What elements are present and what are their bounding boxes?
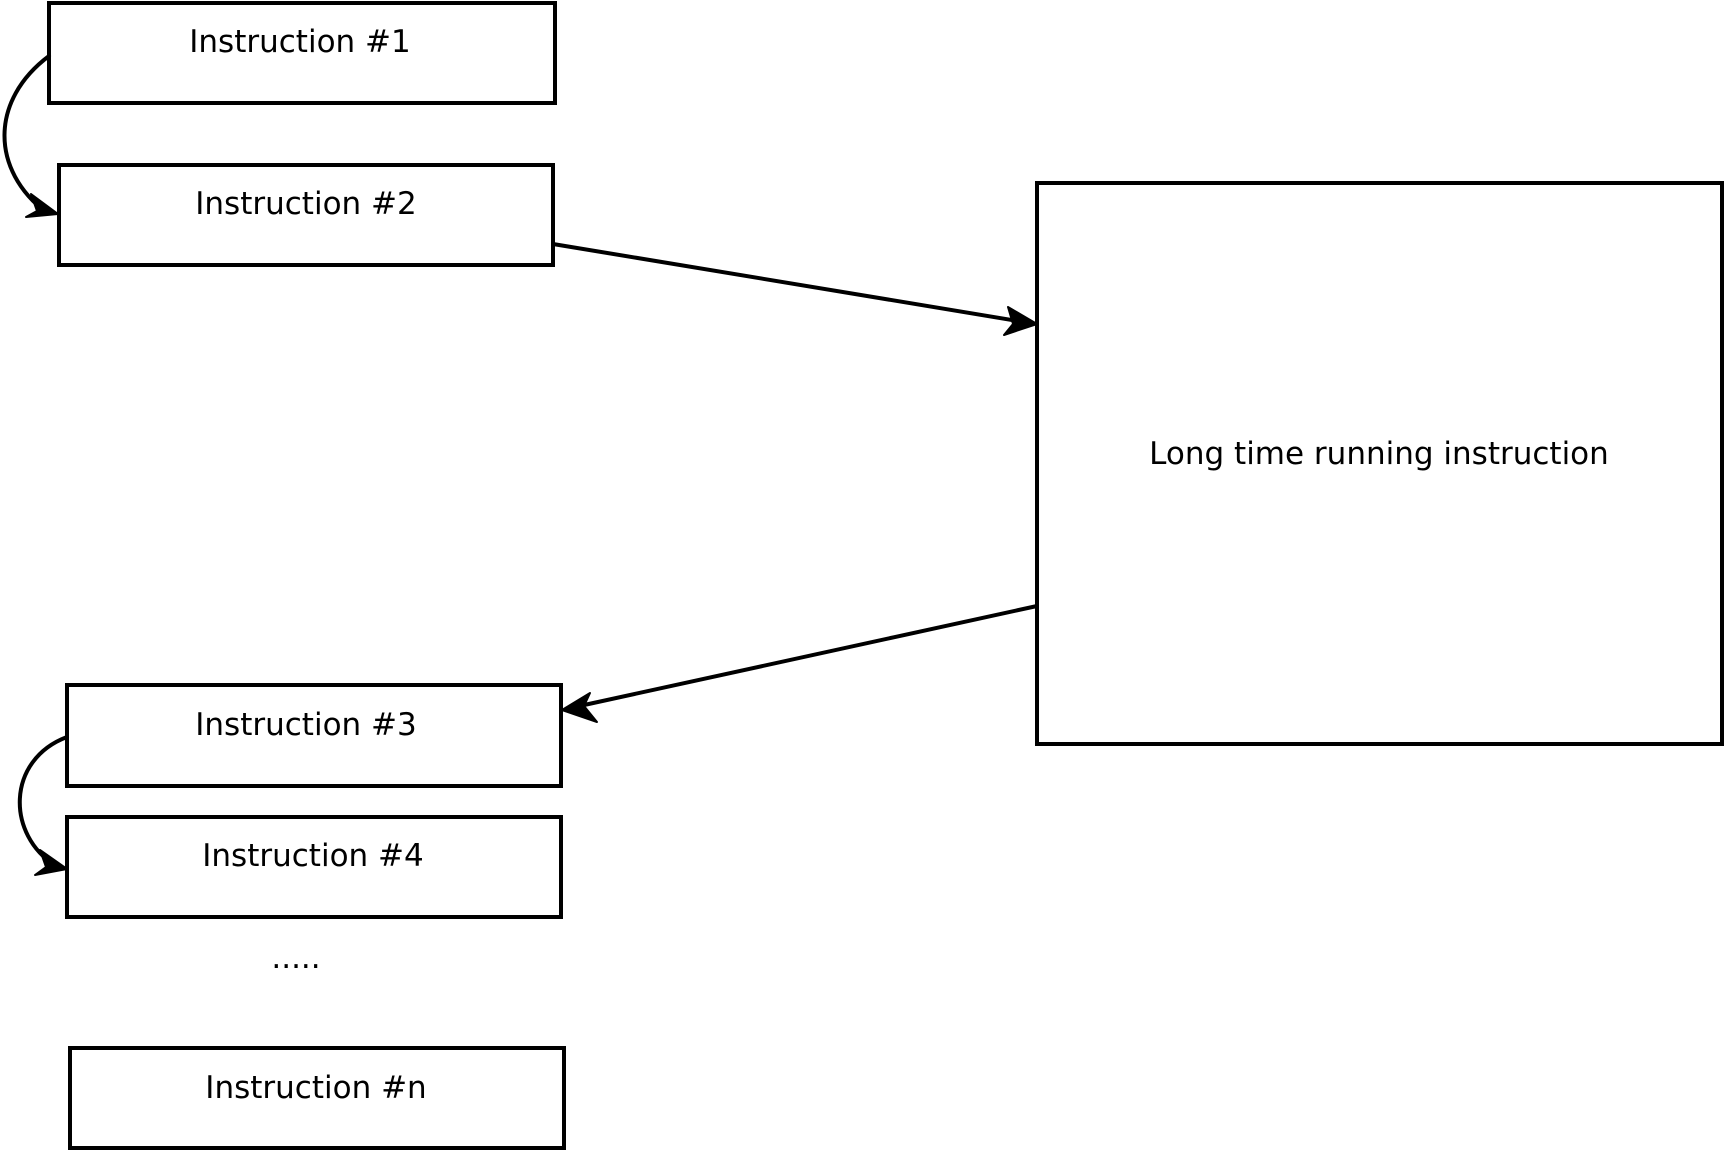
arrowhead-icon [1003, 306, 1038, 336]
node-instruction-3: Instruction #3 [65, 683, 563, 788]
node-instruction-4-label: Instruction #4 [202, 838, 423, 874]
node-instruction-1-label: Instruction #1 [189, 24, 410, 60]
arrowhead-icon [34, 849, 68, 876]
node-instruction-4: Instruction #4 [65, 815, 563, 919]
edge-instruction-2-to-long-running-line [551, 242, 1026, 324]
edge-long-running-to-instruction-3 [561, 604, 1039, 723]
node-long-running-instruction: Long time running instruction [1035, 181, 1724, 746]
edge-instruction-1-to-instruction-2-line [2, 54, 51, 215]
node-instruction-n-box [68, 1046, 566, 1150]
node-instruction-3-box [65, 683, 563, 788]
arrowhead-icon [25, 193, 59, 218]
edge-instruction-3-to-instruction-4 [17, 735, 69, 876]
node-instruction-2-box [57, 163, 555, 267]
node-instruction-n: Instruction #n [68, 1046, 566, 1150]
node-instruction-3-label: Instruction #3 [195, 707, 416, 743]
node-long-running-instruction-label: Long time running instruction [1149, 436, 1609, 472]
node-instruction-1-box [47, 1, 557, 105]
edge-long-running-to-instruction-3-line [573, 604, 1039, 709]
node-instruction-2-label: Instruction #2 [195, 186, 416, 222]
node-instruction-1: Instruction #1 [47, 1, 557, 105]
edge-instruction-3-to-instruction-4-line [17, 735, 69, 868]
node-instruction-2: Instruction #2 [57, 163, 555, 267]
edge-instruction-1-to-instruction-2 [2, 54, 59, 218]
node-long-running-instruction-box [1035, 181, 1724, 746]
arrowhead-icon [561, 692, 598, 723]
node-instruction-4-box [65, 815, 563, 919]
edge-instruction-2-to-long-running [551, 242, 1038, 336]
node-instruction-n-label: Instruction #n [205, 1070, 426, 1106]
ellipsis-text: ..... [271, 940, 320, 976]
